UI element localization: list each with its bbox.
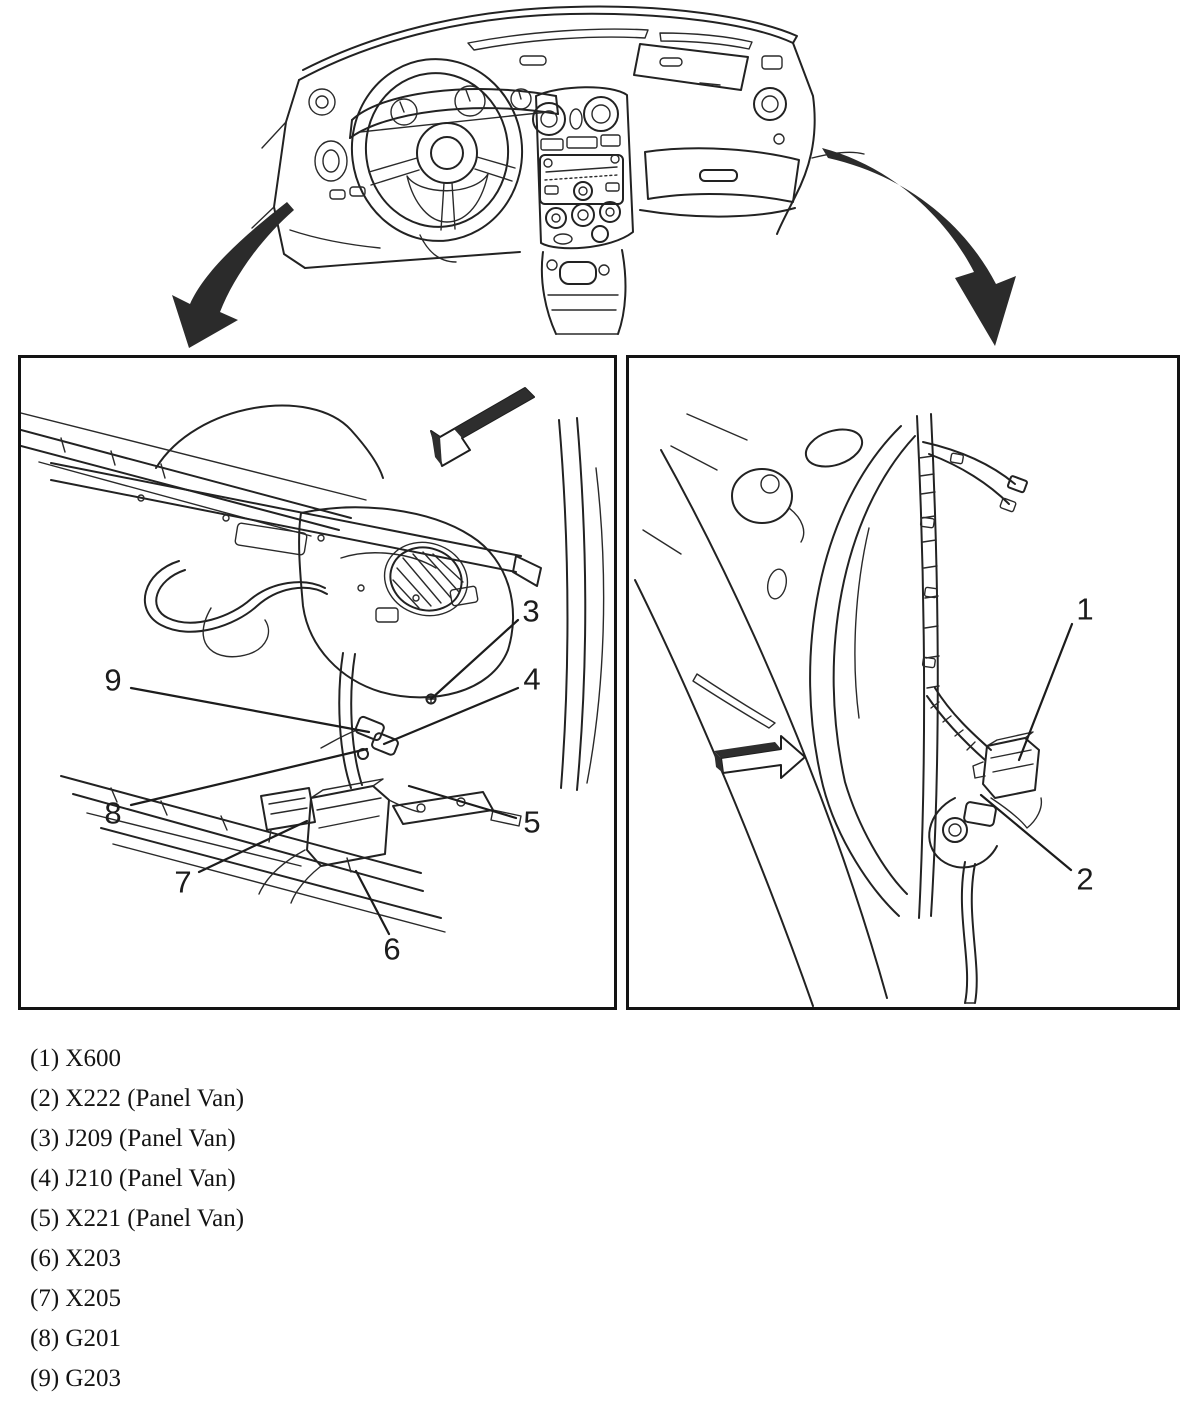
callout-2: 2 <box>1076 862 1093 897</box>
harness-connector-cluster <box>926 687 1043 1004</box>
leader-lines <box>979 622 1074 872</box>
figure-legend: (1) X600 (2) X222 (Panel Van) (3) J209 (… <box>30 1039 244 1399</box>
legend-item-5: (5) X221 (Panel Van) <box>30 1205 245 1232</box>
callout-5: 5 <box>523 805 540 840</box>
legend-item-4: (4) J210 (Panel Van) <box>30 1165 236 1192</box>
leader-lines <box>129 618 520 936</box>
callout-numbers: 1 2 <box>1076 592 1093 897</box>
wiring-harness-loops <box>143 560 363 789</box>
detail-panel-instrument-panel: 3 4 9 8 5 7 6 <box>18 355 617 1010</box>
open-arrow-right-panel <box>714 735 806 779</box>
callout-3: 3 <box>522 594 539 629</box>
access-holes <box>692 428 864 729</box>
center-console <box>540 249 627 335</box>
callout-numbers: 3 4 9 8 5 7 6 <box>104 594 540 967</box>
legend-item-8: (8) G201 <box>30 1325 121 1352</box>
driver-side-controls <box>289 88 381 249</box>
pillar-and-harness <box>916 413 1028 919</box>
blower-motor-grille <box>383 541 469 617</box>
ip-carrier-beam <box>50 462 542 587</box>
right-panel-drawing: 1 2 <box>634 413 1094 1007</box>
callout-9: 9 <box>104 663 121 698</box>
callout-7: 7 <box>174 865 191 900</box>
callout-8: 8 <box>104 796 121 831</box>
center-stack <box>532 86 634 250</box>
steering-wheel <box>350 58 524 263</box>
locator-arrow-right <box>822 148 1016 346</box>
callout-1: 1 <box>1076 592 1093 627</box>
a-pillar <box>558 417 605 791</box>
legend-item-6: (6) X203 <box>30 1245 121 1272</box>
open-arrow-left-panel <box>430 387 535 467</box>
cowl-and-windshield <box>21 404 384 537</box>
legend-item-7: (7) X205 <box>30 1285 121 1312</box>
relay-module-and-brackets <box>258 778 522 904</box>
legend-item-9: (9) G203 <box>30 1365 121 1392</box>
defroster-vents <box>467 28 753 67</box>
callout-6: 6 <box>383 932 400 967</box>
lower-frame-rails <box>60 775 446 933</box>
callout-4: 4 <box>523 662 540 697</box>
left-panel-drawing: 3 4 9 8 5 7 6 <box>21 387 605 967</box>
instrument-cluster <box>349 85 559 139</box>
locator-arrow-left <box>172 202 294 348</box>
hvac-module <box>298 506 515 699</box>
body-panel-creases <box>634 413 888 1007</box>
dashboard-outline <box>251 5 865 269</box>
detail-panel-body-side: 1 2 <box>626 355 1180 1010</box>
passenger-side <box>633 43 800 203</box>
dashboard-overview-figure <box>172 5 1016 348</box>
legend-item-1: (1) X600 <box>30 1045 121 1072</box>
legend-item-2: (2) X222 (Panel Van) <box>30 1085 245 1112</box>
door-aperture <box>809 425 916 917</box>
legend-item-3: (3) J209 (Panel Van) <box>30 1125 236 1152</box>
